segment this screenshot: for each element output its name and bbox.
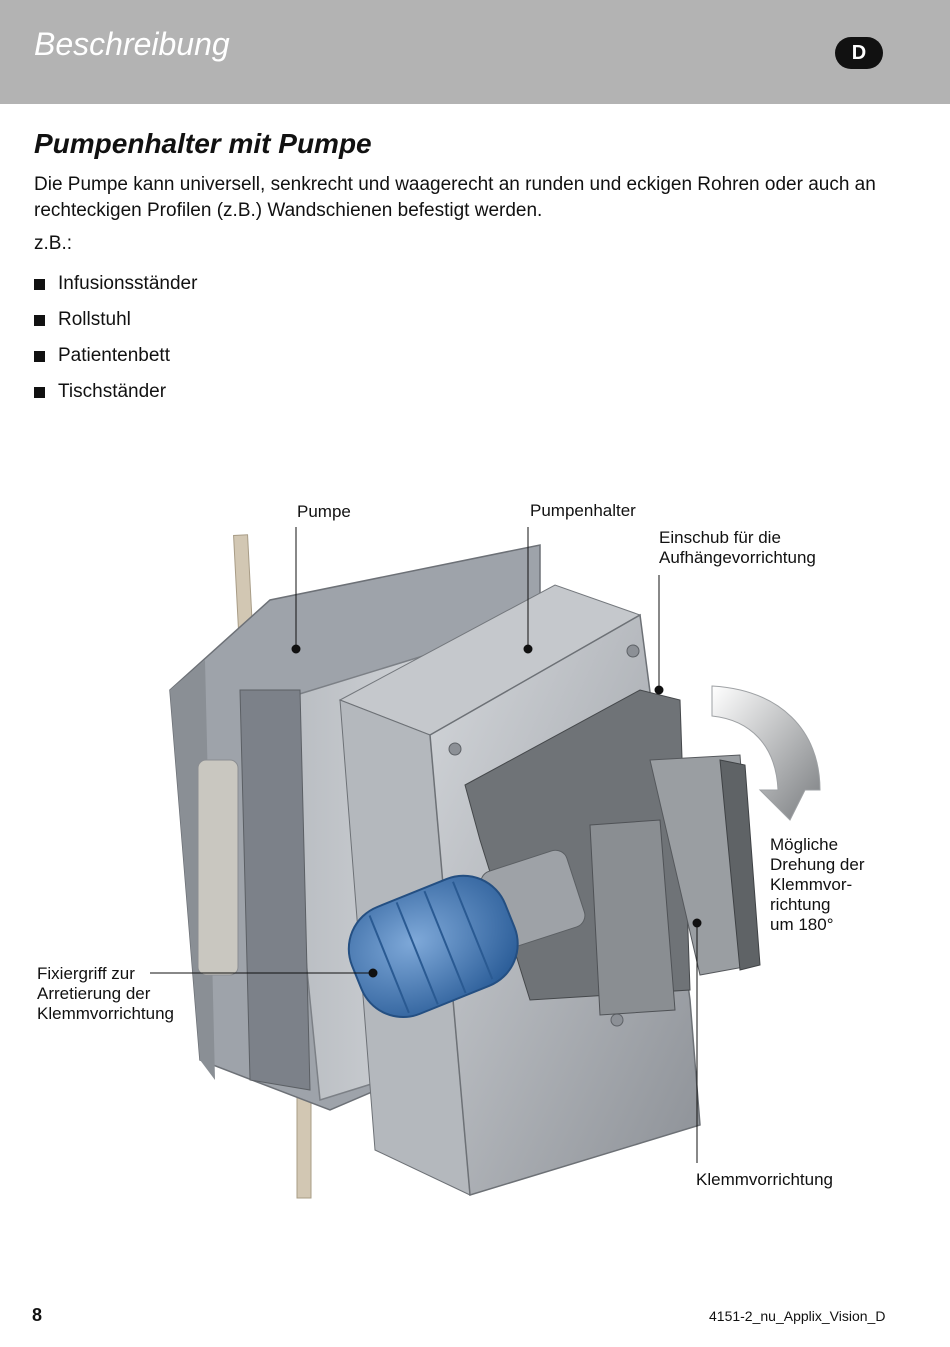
language-badge: D	[835, 37, 883, 69]
fixing-knob	[347, 874, 519, 1019]
mount-options-list: Infusionsständer Rollstuhl Patientenbett…	[34, 266, 197, 410]
document-id: 4151-2_nu_Applix_Vision_D	[709, 1308, 886, 1324]
page-header-title: Beschreibung	[34, 26, 230, 62]
screw-icon	[626, 644, 640, 658]
square-bullet-icon	[34, 350, 45, 362]
screw-icon	[448, 742, 462, 756]
pump-left-mechanism	[239, 689, 311, 1091]
screw-icon	[610, 1013, 624, 1027]
list-item: Patientenbett	[34, 338, 197, 374]
example-label: z.B.:	[34, 233, 73, 254]
section-title: Pumpenhalter mit Pumpe	[34, 128, 372, 159]
label-rotation: Mögliche Drehung der Klemmvor- richtung …	[770, 835, 865, 934]
label-fixing-knob: Fixiergriff zur Arretierung der Klemmvor…	[37, 964, 174, 1023]
square-bullet-icon	[34, 314, 45, 326]
label-clamp: Klemmvorrichtung	[696, 1170, 833, 1189]
pump-inner-recess	[197, 759, 239, 976]
header-bar	[0, 0, 950, 104]
intro-paragraph: Die Pumpe kann universell, senkrecht und…	[34, 174, 876, 221]
rotation-arrow-icon	[711, 685, 821, 821]
label-slot: Einschub für die Aufhängevorrichtung	[659, 528, 816, 567]
clamp-jaw	[589, 819, 676, 1016]
label-pump-holder: Pumpenhalter	[530, 501, 636, 520]
list-item: Tischständer	[34, 374, 197, 410]
clamp-arm	[719, 759, 761, 971]
label-pump: Pumpe	[297, 502, 351, 521]
page-number: 8	[32, 1305, 43, 1325]
list-item: Infusionsständer	[34, 266, 197, 302]
square-bullet-icon	[34, 386, 45, 398]
square-bullet-icon	[34, 278, 45, 290]
list-item: Rollstuhl	[34, 302, 197, 338]
